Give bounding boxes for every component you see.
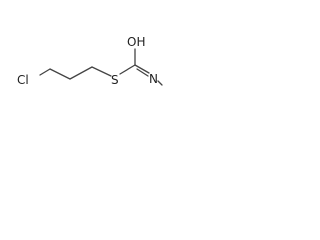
atom-label-sulfur: S [111, 73, 119, 87]
bond-cl-c1 [39, 68, 51, 76]
bond-c1-c2 [49, 68, 71, 80]
molecule-structure-diagram: Cl S OH N [17, 35, 163, 87]
bond-s-c4 [119, 64, 136, 75]
atom-label-chlorine: Cl [17, 73, 29, 87]
bond-c2-c3 [69, 66, 93, 80]
bond-c3-s [91, 66, 112, 77]
bond-c4-n-inner [136, 68, 149, 77]
atom-label-nitrogen: N [149, 72, 158, 86]
atom-label-hydroxyl: OH [127, 35, 145, 49]
bond-c4-n-outer [134, 64, 150, 74]
bond-n-methyl [157, 80, 163, 86]
